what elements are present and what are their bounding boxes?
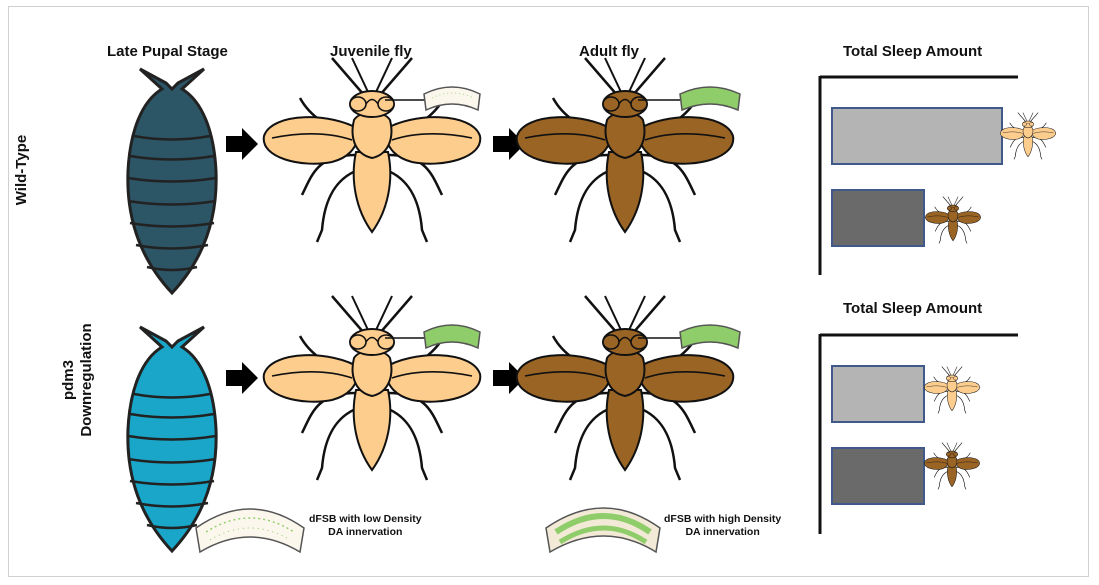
sleep-chart-pdm3 [820, 334, 1018, 534]
dfsb-callout-adult-pdm3 [638, 325, 740, 348]
pupa-pdm3 [128, 327, 216, 551]
dfsb-callout-juvenile-pdm3 [385, 325, 480, 348]
sleep-chart-wild-type [820, 76, 1056, 275]
bar-adult [832, 190, 924, 246]
juvenile-fly-pdm3 [264, 296, 481, 480]
pupa-wild-type [128, 69, 216, 293]
dfsb-callout-juvenile-wt [385, 87, 480, 110]
adult-fly-wild-type [517, 58, 734, 242]
arrow-icon [226, 362, 258, 394]
bar-juvenile [832, 366, 924, 422]
bar-fly-icon-adult [925, 197, 980, 244]
juvenile-fly-wild-type [264, 58, 481, 242]
legend-dfsb-low-density [196, 509, 304, 552]
bar-juvenile [832, 108, 1002, 164]
arrow-icon [226, 128, 258, 160]
bar-fly-icon-juvenile [924, 367, 979, 414]
dfsb-callout-adult-wt [638, 87, 740, 110]
legend-dfsb-high-density [546, 508, 660, 552]
bar-fly-icon-juvenile [1000, 113, 1055, 160]
bar-adult [832, 448, 924, 504]
adult-fly-pdm3 [517, 296, 734, 480]
bar-fly-icon-adult [924, 443, 979, 490]
